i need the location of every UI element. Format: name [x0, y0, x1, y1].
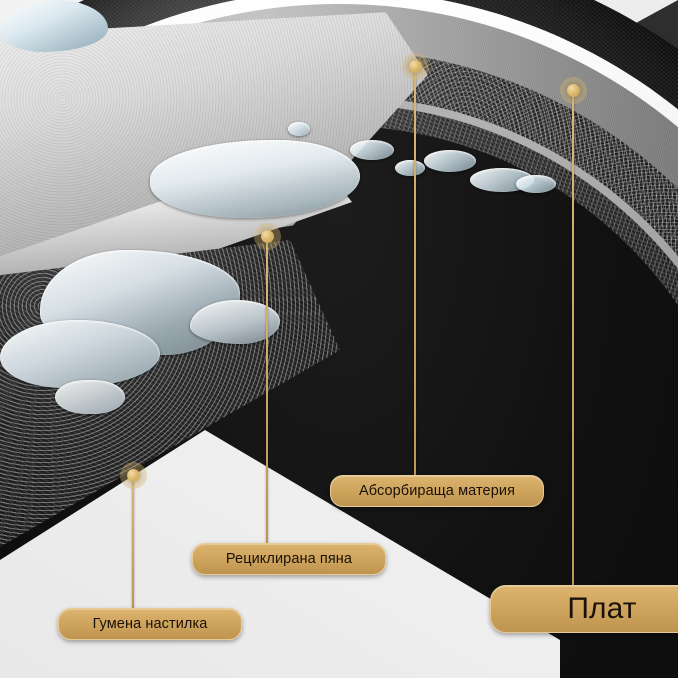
callout-label-absorbing-material[interactable]: Абсорбираща материя: [330, 475, 544, 507]
water-puddle: [55, 380, 125, 414]
water-bead: [516, 175, 556, 193]
water-bead: [288, 122, 310, 136]
water-bead: [395, 160, 425, 176]
callout-connector-rubber-backing: [132, 481, 134, 608]
callout-connector-absorbing-material: [414, 72, 416, 475]
water-puddle: [190, 300, 280, 344]
callout-anchor-dot-fabric[interactable]: [566, 83, 580, 97]
callout-anchor-dot-absorbing-material[interactable]: [408, 59, 422, 73]
callout-label-recycled-foam[interactable]: Рециклирана пяна: [192, 543, 386, 575]
callout-connector-fabric: [572, 96, 574, 585]
water-puddle: [150, 140, 360, 218]
water-bead: [350, 140, 394, 160]
water-puddle: [0, 320, 160, 388]
water-splash: [0, 0, 108, 52]
water-bead: [424, 150, 476, 172]
callout-connector-recycled-foam: [266, 242, 268, 543]
callout-label-fabric[interactable]: Плат: [490, 585, 678, 633]
callout-label-rubber-backing[interactable]: Гумена настилка: [58, 608, 242, 640]
callout-anchor-dot-rubber-backing[interactable]: [126, 468, 140, 482]
callout-anchor-dot-recycled-foam[interactable]: [260, 229, 274, 243]
